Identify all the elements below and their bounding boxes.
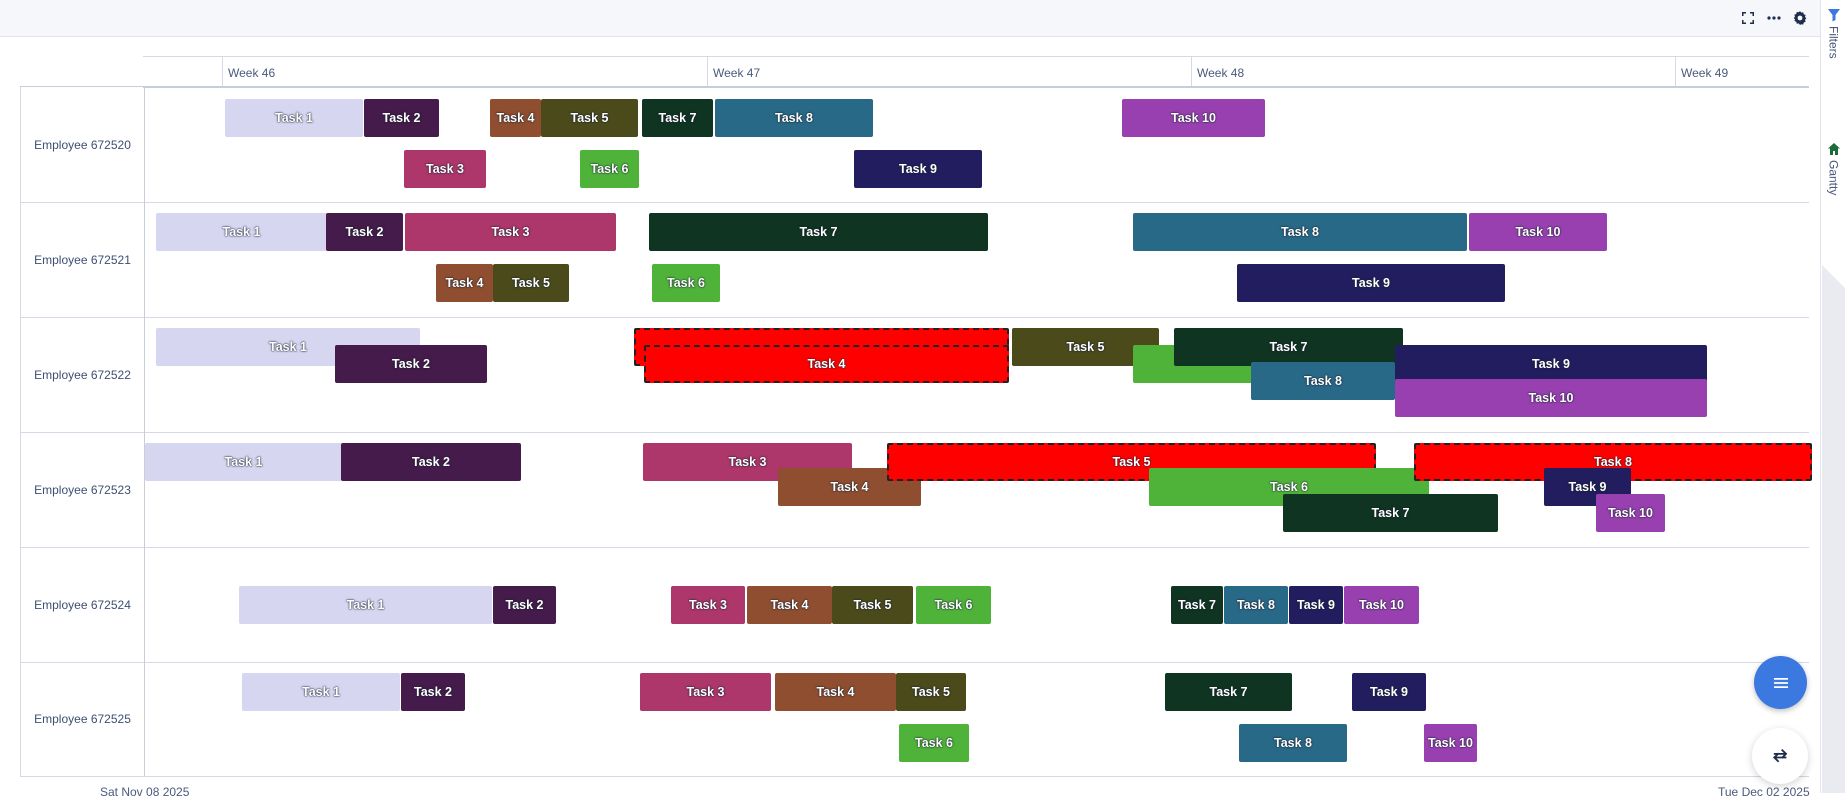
- task-bar[interactable]: Task 4: [747, 586, 832, 624]
- filter-icon: [1827, 9, 1840, 22]
- task-bar[interactable]: Task 2: [401, 673, 465, 711]
- task-bar[interactable]: Task 9: [854, 150, 982, 188]
- task-bar[interactable]: Task 1: [156, 213, 327, 251]
- task-bar[interactable]: Task 8: [1239, 724, 1347, 762]
- task-bar[interactable]: Task 6: [580, 150, 639, 188]
- task-bar[interactable]: Task 2: [493, 586, 556, 624]
- task-bar[interactable]: Task 4: [644, 345, 1009, 383]
- task-bar[interactable]: Task 9: [1395, 345, 1707, 383]
- week-header: Week 48: [1191, 57, 1244, 87]
- task-bar[interactable]: Task 6: [916, 586, 991, 624]
- range-start-date: Sat Nov 08 2025: [100, 785, 190, 799]
- task-bar[interactable]: Task 1: [242, 673, 400, 711]
- week-header: Week 46: [222, 57, 275, 87]
- task-bar[interactable]: Task 8: [1224, 586, 1288, 624]
- task-bar[interactable]: Task 4: [436, 264, 493, 302]
- task-bar[interactable]: Task 5: [896, 673, 966, 711]
- task-bar[interactable]: Task 10: [1344, 586, 1419, 624]
- task-bar[interactable]: Task 5: [493, 264, 569, 302]
- top-toolbar: [0, 0, 1820, 37]
- task-bar[interactable]: Task 2: [341, 443, 521, 481]
- swap-view-button[interactable]: [1752, 728, 1808, 784]
- menu-fab-button[interactable]: [1754, 656, 1807, 709]
- filters-tab-label: Filters: [1826, 26, 1841, 59]
- timeline-header: Week 46 Week 47 Week 48 Week 49: [143, 56, 1809, 88]
- task-bar[interactable]: Task 10: [1395, 379, 1707, 417]
- home-icon: [1827, 143, 1840, 155]
- range-end-date: Tue Dec 02 2025: [1718, 785, 1810, 799]
- task-bar[interactable]: Task 5: [832, 586, 913, 624]
- task-bar[interactable]: Task 3: [640, 673, 771, 711]
- task-bar[interactable]: Task 4: [775, 673, 896, 711]
- task-bar[interactable]: Task 1: [145, 443, 342, 481]
- settings-icon[interactable]: [1790, 8, 1810, 28]
- task-bar[interactable]: Task 9: [1352, 673, 1426, 711]
- task-bar[interactable]: Task 9: [1289, 586, 1343, 624]
- menu-icon: [1773, 677, 1788, 688]
- employee-label: Employee 672520: [20, 87, 145, 202]
- task-bar[interactable]: Task 3: [404, 150, 486, 188]
- task-bar[interactable]: Task 6: [652, 264, 720, 302]
- gantty-tab-label: Gantty: [1826, 160, 1841, 196]
- task-bar[interactable]: Task 2: [326, 213, 403, 251]
- task-bar[interactable]: Task 3: [405, 213, 616, 251]
- task-bar[interactable]: Task 8: [1133, 213, 1467, 251]
- task-bar[interactable]: Task 10: [1469, 213, 1607, 251]
- task-bar[interactable]: Task 7: [1165, 673, 1292, 711]
- task-bar[interactable]: Task 8: [1251, 362, 1395, 400]
- task-bar[interactable]: Task 5: [541, 99, 638, 137]
- task-bar[interactable]: Task 10: [1122, 99, 1265, 137]
- employee-label: Employee 672521: [20, 202, 145, 317]
- task-bar[interactable]: Task 3: [671, 586, 745, 624]
- task-bar[interactable]: Task 6: [899, 724, 969, 762]
- gantty-tab[interactable]: Gantty: [1821, 142, 1845, 195]
- task-bar[interactable]: Task 7: [1283, 494, 1498, 532]
- employee-label: Employee 672523: [20, 432, 145, 547]
- task-bar[interactable]: Task 10: [1596, 494, 1665, 532]
- rail-fold-shade: [1822, 265, 1845, 793]
- task-bar[interactable]: Task 2: [335, 345, 487, 383]
- employee-label: Employee 672522: [20, 317, 145, 432]
- task-bar[interactable]: Task 10: [1424, 724, 1477, 762]
- filters-tab[interactable]: Filters: [1821, 8, 1845, 59]
- more-icon[interactable]: [1764, 8, 1784, 28]
- task-bar[interactable]: Task 1: [225, 99, 363, 137]
- employee-label: Employee 672524: [20, 547, 145, 662]
- task-bar[interactable]: Task 4: [490, 99, 541, 137]
- task-bar[interactable]: Task 1: [239, 586, 492, 624]
- task-bar[interactable]: Task 2: [364, 99, 439, 137]
- week-header: Week 47: [707, 57, 760, 87]
- swap-icon: [1772, 749, 1788, 763]
- week-header: Week 49: [1675, 57, 1728, 87]
- task-bar[interactable]: Task 7: [1171, 586, 1223, 624]
- task-bar[interactable]: Task 7: [1174, 328, 1403, 366]
- employee-label: Employee 672525: [20, 662, 145, 776]
- task-bar[interactable]: Task 7: [649, 213, 988, 251]
- task-bar[interactable]: Task 9: [1237, 264, 1505, 302]
- task-bar[interactable]: Task 8: [715, 99, 873, 137]
- task-bar[interactable]: Task 7: [642, 99, 713, 137]
- fullscreen-icon[interactable]: [1738, 8, 1758, 28]
